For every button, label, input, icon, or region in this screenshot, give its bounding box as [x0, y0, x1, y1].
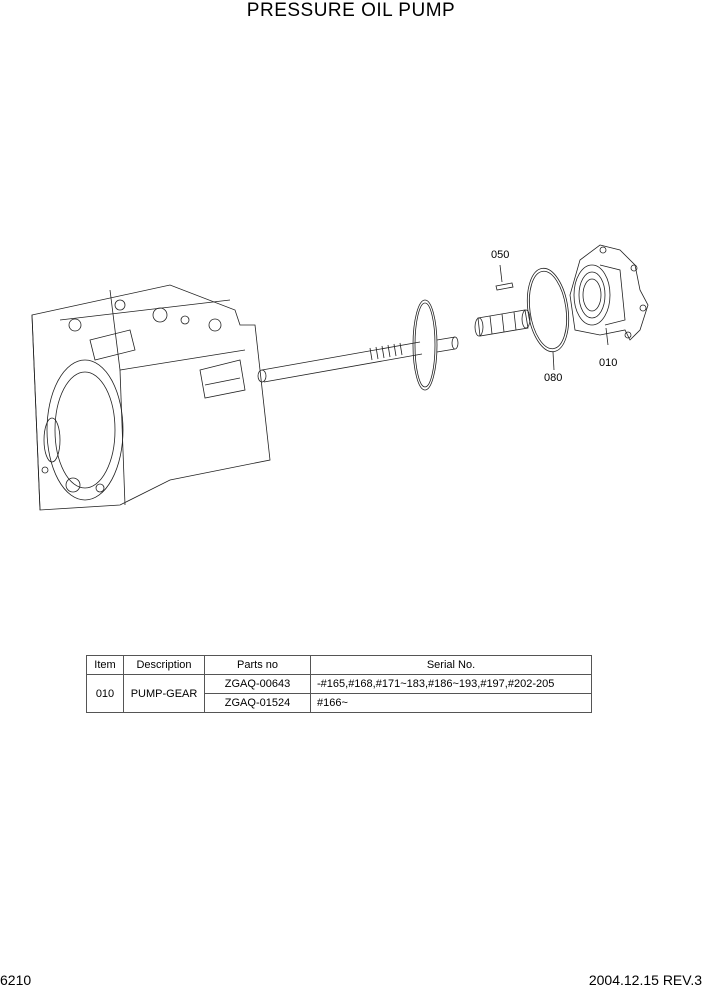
- header-item: Item: [86, 655, 124, 675]
- description-cell: PUMP-GEAR: [123, 674, 205, 713]
- callout-080: 080: [544, 372, 562, 384]
- page-title: PRESSURE OIL PUMP: [246, 0, 456, 21]
- header-parts-no: Parts no: [204, 655, 311, 675]
- item-cell: 010: [86, 674, 124, 713]
- header-description: Description: [123, 655, 205, 675]
- serial-cell: #166~: [310, 693, 592, 713]
- table-header-row: Item Description Parts no Serial No.: [86, 655, 592, 675]
- date-revision: 2004.12.15 REV.3: [588, 972, 702, 988]
- parts-table: Item Description Parts no Serial No. 010…: [86, 655, 592, 713]
- exploded-view-drawing: 050 080 010: [31, 244, 649, 511]
- pump-gear-010: [569, 244, 649, 346]
- page-number: 6210: [0, 972, 32, 988]
- pin-050: [495, 264, 514, 291]
- pump-shaft: [257, 299, 459, 391]
- table-row: ZGAQ-01524 #166~: [87, 693, 592, 713]
- header-serial-no: Serial No.: [310, 655, 592, 675]
- table-row: 010 PUMP-GEAR ZGAQ-00643 -#165,#168,#171…: [86, 674, 592, 713]
- parts-no-cell: ZGAQ-01524: [204, 693, 311, 713]
- transmission-housing: [31, 284, 271, 511]
- parts-no-cell: ZGAQ-00643: [204, 674, 311, 694]
- coupling-sleeve: [474, 309, 531, 337]
- callout-010: 010: [599, 357, 617, 369]
- o-ring-080: [526, 267, 570, 371]
- serial-cell: -#165,#168,#171~183,#186~193,#197,#202-2…: [310, 674, 592, 694]
- callout-050: 050: [491, 249, 509, 261]
